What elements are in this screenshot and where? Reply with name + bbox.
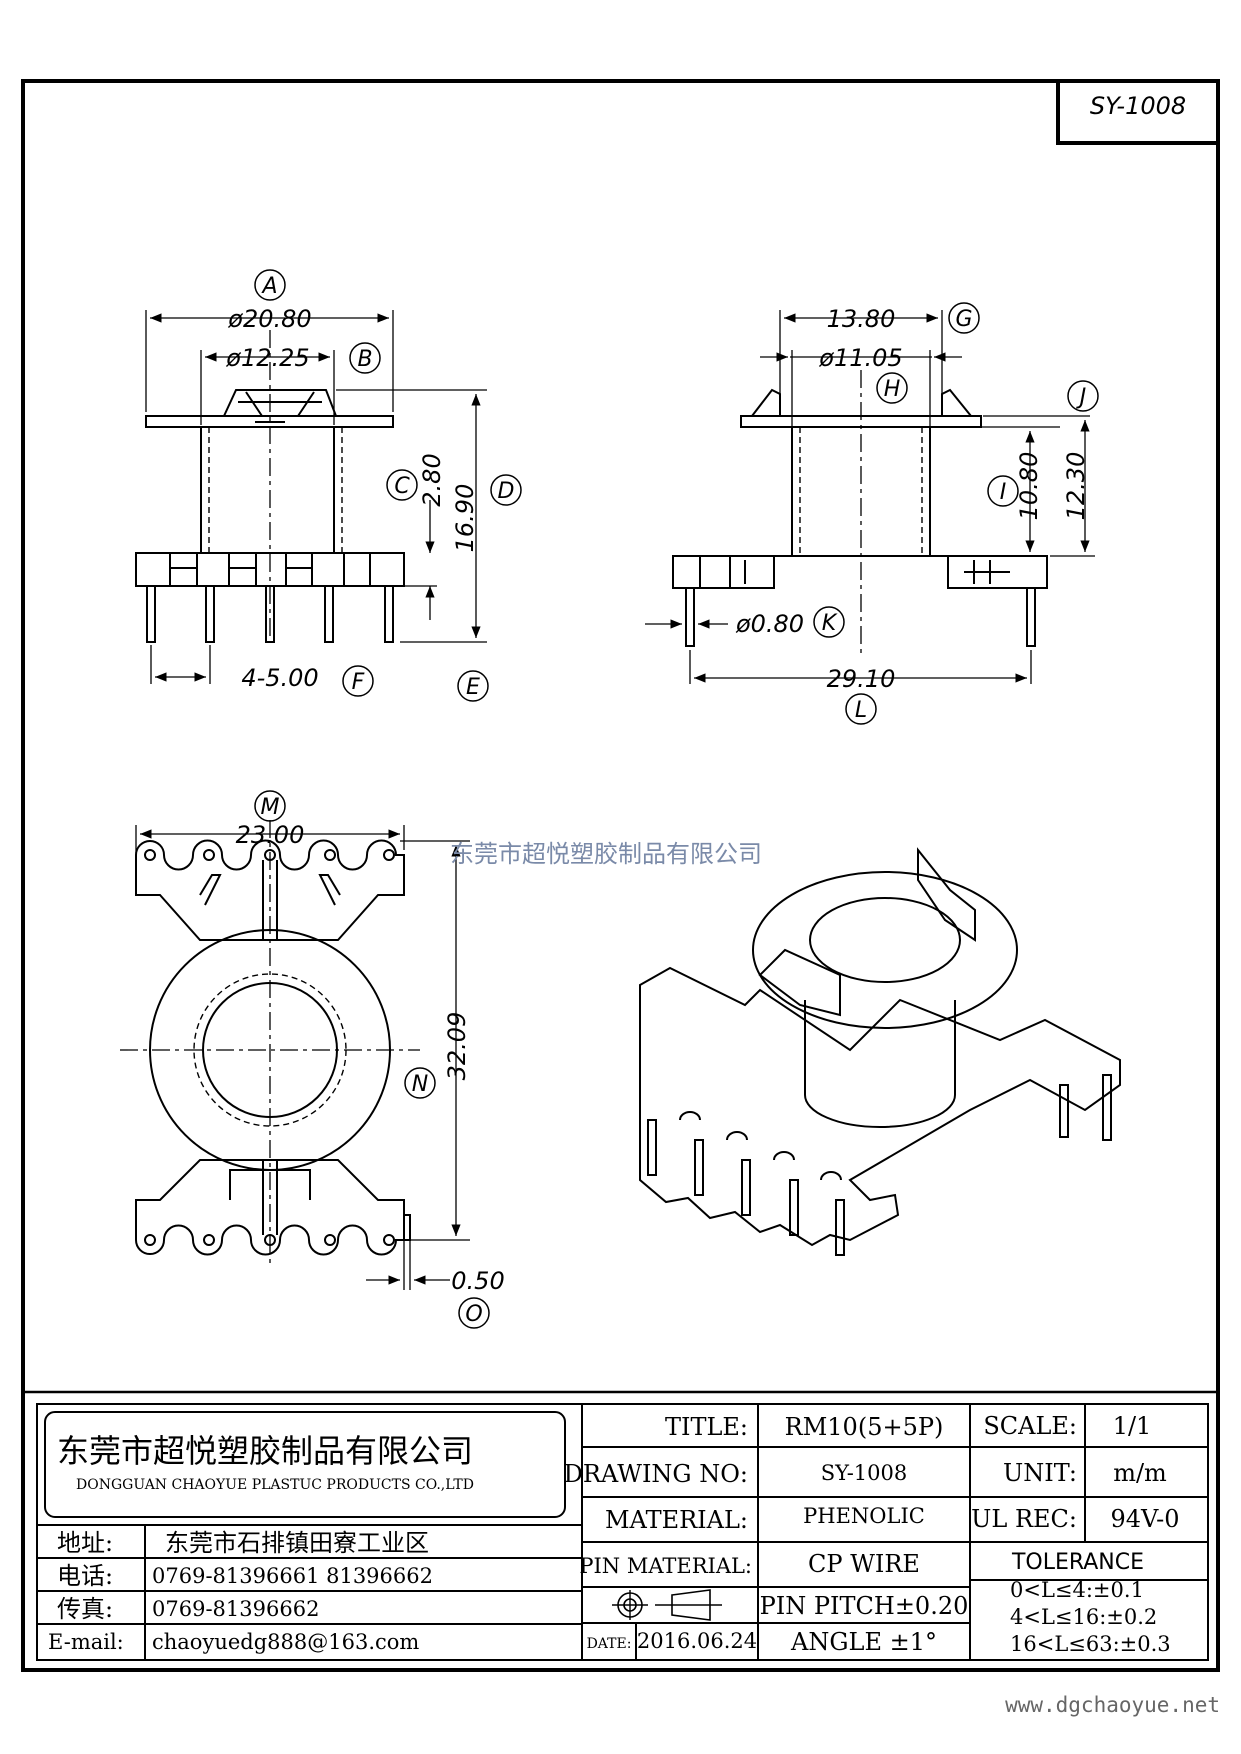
drawing-id-box: SY-1008 [1056, 79, 1220, 145]
balloon-B: B [349, 342, 381, 374]
unit-label: UNIT: [1003, 1459, 1077, 1487]
tolerance-row-2: 4<L≤16:±0.2 [1010, 1605, 1157, 1629]
svg-text:C: C [394, 474, 410, 499]
svg-text:F: F [352, 670, 365, 695]
svg-text:N: N [412, 1072, 428, 1097]
svg-text:E: E [466, 675, 480, 700]
svg-text:I: I [1000, 480, 1007, 505]
dim-L-value: 29.10 [827, 665, 896, 693]
balloon-C: C [386, 469, 418, 501]
tolerance-label: TOLERANCE [1011, 1550, 1144, 1575]
svg-text:B: B [357, 347, 372, 372]
site-url: www.dgchaoyue.net [1005, 1693, 1220, 1717]
date-label: DATE: [587, 1636, 632, 1652]
balloon-O: O [458, 1297, 490, 1329]
side-view-dimensions [645, 310, 1095, 684]
material-value: PHENOLIC [803, 1504, 925, 1528]
dim-G-value: 13.80 [827, 305, 896, 333]
title-label: TITLE: [665, 1413, 748, 1441]
title-block [21, 1390, 1220, 1672]
material-label: MATERIAL: [605, 1506, 748, 1534]
dim-J-value: 12.30 [1062, 452, 1090, 521]
balloon-J: J [1067, 380, 1099, 412]
address-label: 地址: [57, 1529, 113, 1557]
bottom-view-dimensions [135, 825, 470, 1290]
tolerance-row-3: 16<L≤63:±0.3 [1010, 1632, 1171, 1656]
svg-text:M: M [261, 795, 280, 820]
drawing-no-value: SY-1008 [821, 1461, 907, 1485]
address-value: 东莞市石排镇田寮工业区 [165, 1529, 429, 1557]
fax-value: 0769-81396662 [152, 1597, 319, 1621]
balloon-M: M [254, 790, 286, 822]
balloon-A: A [254, 269, 286, 301]
pin-material-label: PIN MATERIAL: [579, 1554, 752, 1578]
dim-F-value: 4-5.00 [241, 664, 318, 692]
balloon-L: L [845, 693, 877, 725]
pin-material-value: CP WIRE [808, 1550, 920, 1578]
scale-label: SCALE: [983, 1412, 1077, 1440]
isometric-view [639, 847, 1121, 1256]
bottom-view [120, 820, 420, 1265]
ul-rec-label: UL REC: [971, 1505, 1077, 1533]
dim-I-value: 10.80 [1015, 452, 1043, 521]
dim-C-value: 2.80 [418, 453, 446, 506]
balloon-E: E [457, 670, 489, 702]
tolerance-row-1: 0<L≤4:±0.1 [1010, 1578, 1144, 1602]
svg-text:J: J [1076, 385, 1087, 410]
drawing-id: SY-1008 [1090, 92, 1186, 120]
svg-text:G: G [955, 307, 972, 332]
watermark: 东莞市超悦塑胶制品有限公司 [450, 840, 762, 868]
svg-text:O: O [465, 1302, 482, 1327]
balloon-I: I [987, 475, 1019, 507]
ul-rec-value: 94V-0 [1110, 1505, 1179, 1533]
dim-D-value: 16.90 [451, 484, 479, 553]
svg-text:L: L [855, 698, 867, 723]
dim-M-value: 23.00 [236, 821, 305, 849]
side-view [672, 370, 1048, 655]
title-value: RM10(5+5P) [785, 1413, 944, 1441]
balloon-D: D [490, 474, 522, 506]
dim-B-value: ø12.25 [225, 344, 309, 372]
balloon-F: F [342, 665, 374, 697]
company-name-cn: 东莞市超悦塑胶制品有限公司 [57, 1432, 473, 1470]
phone-value: 0769-81396661 81396662 [152, 1564, 433, 1588]
company-name-en: DONGGUAN CHAOYUE PLASTUC PRODUCTS CO.,LT… [76, 1477, 474, 1493]
balloon-H: H [876, 372, 908, 404]
balloon-K: K [813, 606, 845, 638]
fax-label: 传真: [57, 1595, 113, 1623]
svg-text:D: D [498, 479, 515, 504]
balloon-G: G [948, 302, 980, 334]
pin-pitch: PIN PITCH±0.20 [760, 1592, 969, 1620]
dim-K-value: ø0.80 [735, 610, 804, 638]
dim-H-value: ø11.05 [818, 344, 902, 372]
svg-text:H: H [884, 377, 901, 402]
drawing-no-label: DRAWING NO: [564, 1460, 748, 1488]
dim-N-value: 32.09 [443, 1012, 471, 1081]
dim-A-value: ø20.80 [227, 305, 311, 333]
email-value: chaoyuedg888@163.com [152, 1630, 419, 1654]
date-value: 2016.06.24 [637, 1629, 757, 1653]
email-label: E-mail: [48, 1630, 124, 1654]
svg-text:K: K [822, 611, 838, 636]
svg-text:A: A [260, 274, 277, 299]
scale-value: 1/1 [1113, 1412, 1152, 1440]
unit-value: m/m [1113, 1459, 1167, 1487]
angle-tolerance: ANGLE ±1° [790, 1628, 937, 1656]
phone-label: 电话: [57, 1562, 113, 1590]
front-view [135, 330, 405, 643]
balloon-N: N [404, 1067, 436, 1099]
front-view-dimensions [145, 310, 487, 684]
dim-O-value: 0.50 [451, 1267, 504, 1295]
